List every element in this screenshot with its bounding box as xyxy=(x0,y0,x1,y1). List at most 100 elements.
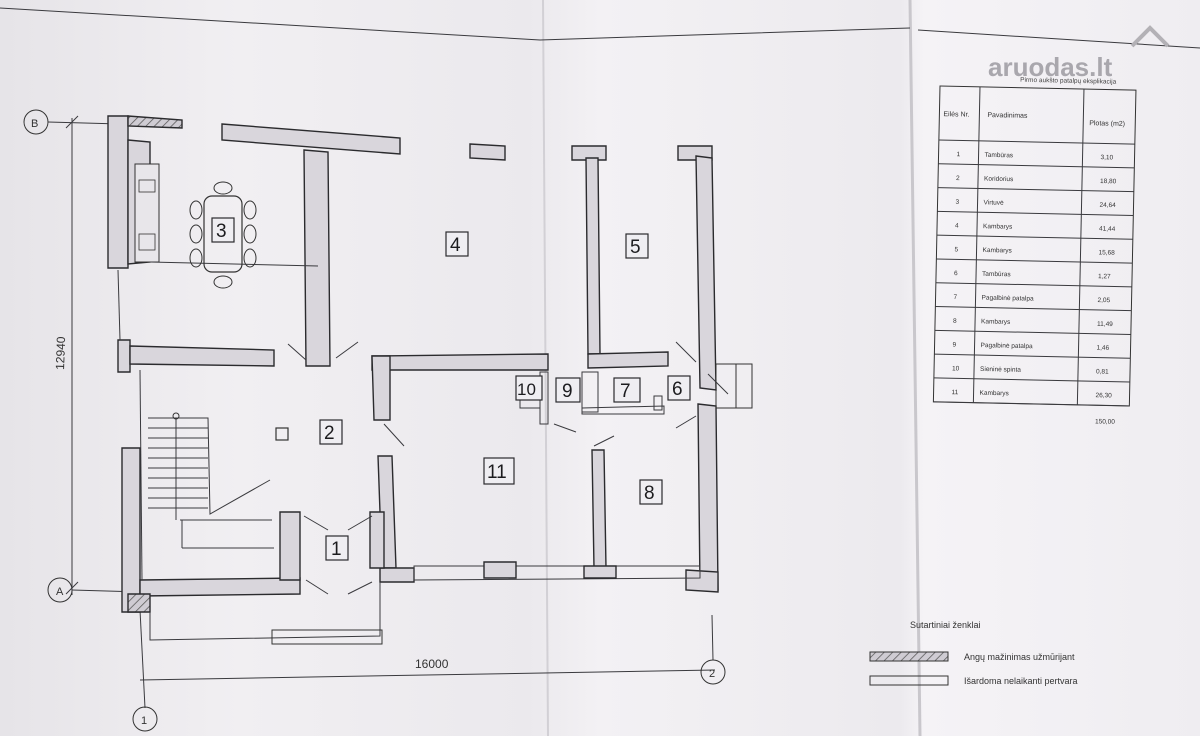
room-schedule-table: Pirmo aukšto patalpų eksplikacija Eilės … xyxy=(932,77,1137,426)
table-cell-area: 0,81 xyxy=(1096,368,1109,375)
width-dimension-label: 16000 xyxy=(415,657,449,671)
table-cell-area: 3,10 xyxy=(1100,154,1113,161)
table-cell-area: 1,46 xyxy=(1096,345,1109,352)
table-header-area: Plotas (m2) xyxy=(1089,120,1125,128)
table-cell-name: Kambarys xyxy=(980,390,1010,398)
room-10-label: 10 xyxy=(517,380,536,399)
table-row-line xyxy=(934,353,1131,359)
room-10-box xyxy=(515,375,543,401)
table-total: 150,00 xyxy=(1095,418,1115,425)
legend-outline-swatch xyxy=(869,675,949,686)
table-cell-name: Pagalbinė patalpa xyxy=(981,295,1034,303)
table-cell-no: 1 xyxy=(956,151,960,158)
room-1-box xyxy=(325,535,349,561)
watermark-text: aruodas.lt xyxy=(988,52,1113,82)
staircase xyxy=(148,412,274,549)
table-cell-name: Virtuvė xyxy=(983,199,1004,206)
room-labels: 3 4 5 2 10 9 7 6 11 8 1 xyxy=(211,217,691,561)
plan-walls xyxy=(107,115,719,613)
table-cell-name: Tambūras xyxy=(982,271,1011,279)
kitchen-counter xyxy=(134,163,319,267)
table-cell-name: Kambarys xyxy=(983,223,1013,231)
paper-fold xyxy=(908,0,922,736)
table-cell-no: 10 xyxy=(952,365,960,372)
legend-item-2: Išardoma nelaikanti pertvara xyxy=(964,676,1078,686)
table-cell-name: Tambūras xyxy=(984,152,1013,160)
room-11-label: 11 xyxy=(487,462,507,483)
room-7-box xyxy=(613,377,641,403)
table-cell-name: Kambarys xyxy=(982,247,1012,255)
table-row-line xyxy=(933,377,1130,383)
table-cell-area: 11,49 xyxy=(1097,321,1113,328)
table-cell-area: 1,27 xyxy=(1098,273,1111,280)
table-cell-no: 5 xyxy=(954,246,958,253)
paper-border xyxy=(0,7,911,41)
room-1-label: 1 xyxy=(331,539,342,560)
chimney xyxy=(275,427,289,441)
room-6-label: 6 xyxy=(672,379,683,400)
table-cell-no: 7 xyxy=(954,294,958,301)
room-4-box xyxy=(445,231,469,257)
table-row-line xyxy=(934,329,1131,335)
table-cell-no: 4 xyxy=(955,223,959,230)
table-row-line xyxy=(938,163,1135,169)
room-8-label: 8 xyxy=(644,483,655,504)
east-porch xyxy=(715,363,753,409)
table-cell-name: Pagalbinė patalpa xyxy=(980,342,1033,350)
width-dimension: 16000 1 2 xyxy=(132,609,726,732)
table-row-line xyxy=(935,282,1132,288)
room-2-label: 2 xyxy=(324,423,335,444)
room-3-box xyxy=(211,217,235,243)
height-dimension-label: 12940 xyxy=(53,336,68,370)
legend-item-1: Angų mažinimas užmūrijant xyxy=(964,652,1075,662)
table-cell-name: Koridorius xyxy=(984,176,1014,184)
room-7-label: 7 xyxy=(620,381,631,402)
room-8-box xyxy=(639,479,663,505)
axis-2-label: 2 xyxy=(709,668,715,680)
room-5-label: 5 xyxy=(630,237,641,258)
table-cell-no: 9 xyxy=(953,342,957,349)
paper-border xyxy=(917,29,1200,49)
table-cell-area: 41,44 xyxy=(1099,226,1116,233)
dining-table-icon xyxy=(189,181,257,289)
room-3-label: 3 xyxy=(216,221,227,242)
table-row-line xyxy=(936,234,1133,240)
table-row-line xyxy=(933,401,1130,407)
room-11-box xyxy=(483,457,515,485)
height-dimension: 12940 xyxy=(53,115,79,595)
table-cell-name: Sieninė spinta xyxy=(980,366,1021,374)
table-cell-area: 24,64 xyxy=(1099,202,1116,209)
table-cell-area: 2,05 xyxy=(1097,297,1110,304)
table-cell-area: 18,80 xyxy=(1100,178,1117,185)
legend-hatch-swatch xyxy=(869,651,949,662)
table-cell-name: Kambarys xyxy=(981,318,1011,326)
room-9-box xyxy=(555,377,581,403)
table-cell-no: 8 xyxy=(953,318,957,325)
room-5-box xyxy=(625,233,649,259)
door-swings xyxy=(287,341,729,595)
axis-b-label: B xyxy=(31,118,38,130)
watermark: aruodas.lt xyxy=(988,25,1170,82)
table-row-line xyxy=(935,306,1132,312)
room-2-box xyxy=(319,419,343,445)
table-header-no: Eilės Nr. xyxy=(943,111,969,119)
table-row-line xyxy=(937,187,1134,193)
table-cell-no: 3 xyxy=(955,199,959,206)
table-row-line xyxy=(936,258,1133,264)
south-porch xyxy=(149,582,383,645)
table-cell-area: 26,30 xyxy=(1095,392,1112,399)
legend-title: Sutartiniai ženklai xyxy=(910,620,981,630)
table-header-name: Pavadinimas xyxy=(987,112,1028,120)
legend: Sutartiniai ženklai Angų mažinimas užmūr… xyxy=(869,620,1078,686)
table-cell-area: 15,68 xyxy=(1098,249,1115,256)
room-9-label: 9 xyxy=(562,381,573,402)
table-cell-no: 2 xyxy=(956,175,960,182)
room-4-label: 4 xyxy=(450,235,461,256)
table-cell-no: 6 xyxy=(954,270,958,277)
table-row-line xyxy=(937,210,1134,216)
axis-a-label: A xyxy=(56,586,64,598)
room-6-box xyxy=(667,375,691,401)
